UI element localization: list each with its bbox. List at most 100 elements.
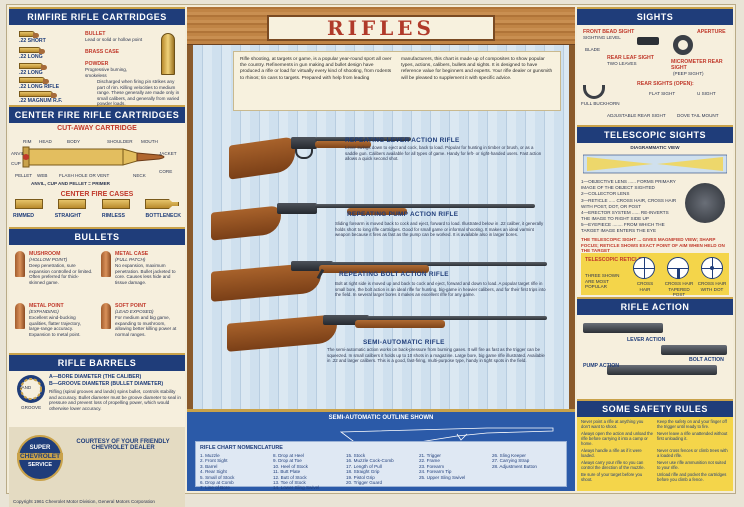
nomen-item: 9. Drop at Toe	[273, 458, 302, 464]
cartridge-label: .22 LONG	[19, 70, 43, 76]
rifle-forearm	[355, 320, 445, 328]
dot-reticle-icon	[701, 257, 723, 279]
cartridge-label: .22 LONG RIFLE	[19, 84, 60, 90]
rifle-title: REPEATING BOLT ACTION RIFLE	[339, 271, 449, 278]
bullet-sub: (FULL PATCH)	[115, 257, 146, 262]
sight-label: FRONT BEAD SIGHT	[583, 29, 635, 35]
buckhorn-sight-icon	[583, 85, 605, 99]
case-rimmed	[15, 199, 43, 209]
nomen-item: 21. Trigger	[419, 453, 441, 458]
badge-super: SUPER	[29, 445, 51, 451]
nomen-item: 11. Butt Plate	[273, 469, 301, 475]
right-column: SIGHTS FRONT BEAD SIGHT SIGHTING LEVEL A…	[577, 7, 733, 491]
rimfire-section: .22 SHORT .22 LONG .22 LONG .22 LONG RIF…	[9, 25, 185, 107]
centerfire-section: CUT-AWAY CARTRIDGE RIM HEAD BODY SHOULDE…	[9, 123, 185, 227]
reticle-label: CROSS HAIR WITH DOT	[697, 281, 727, 292]
rifle-receiver	[277, 203, 317, 214]
rimfire-note: Discharged when firing pin strikes any p…	[97, 79, 180, 107]
bullet-mushroom-icon	[15, 251, 25, 277]
barrel-cross-section-diagram	[17, 375, 45, 403]
nomenclature-box: RIFLE CHART NOMENCLATURE 1. Muzzle 8. Dr…	[195, 441, 567, 491]
courtesy-text: COURTESY OF YOUR FRIENDLY CHEVROLET DEAL…	[76, 439, 170, 451]
copyright: Copyright 1961 Chevrolet Motor Division,…	[13, 499, 155, 505]
sights-section: FRONT BEAD SIGHT SIGHTING LEVEL APERTURE…	[577, 25, 733, 125]
rifle-forearm	[315, 141, 371, 148]
crosshair-reticle-icon	[633, 257, 655, 279]
cartridge-22-short	[19, 31, 39, 38]
rifle-stock	[211, 205, 281, 241]
badge-chevrolet: CHEVROLET	[17, 453, 63, 460]
safety-rules-section: SOME SAFETY RULES Never point a rifle at…	[577, 399, 733, 491]
rifle-barrel	[315, 137, 411, 141]
rifle-text: Sliding forearm is moved back to cock an…	[335, 221, 544, 237]
label-core: CORE	[159, 169, 173, 174]
bullet-text: For medium and big game, expanding to mu…	[115, 315, 177, 337]
action-header: RIFLE ACTION	[577, 297, 733, 315]
nomen-item: 12. Butt of Stock	[273, 474, 307, 480]
nomen-item: 16. Muzzle Cock-Comb	[346, 458, 394, 464]
diagram-title: DIAGRAMMATIC VIEW	[630, 145, 680, 150]
semi-automatic-rifle	[227, 313, 547, 353]
reticle-label: CROSS HAIR	[636, 281, 654, 292]
tapered-post-reticle-icon	[667, 257, 689, 279]
nomen-item: 22. Frame	[419, 458, 440, 464]
nomen-item: 7. Line of Bore	[200, 485, 230, 491]
rifle-stock	[229, 136, 295, 180]
reticles-box: TELESCOPIC RETICLES THREE SHOWN ARE MOST…	[581, 253, 729, 297]
bullet-text: No expansion, maximum penetration. Bulle…	[115, 263, 176, 285]
case-straight	[58, 199, 87, 209]
scope-part: 1—OBJECTIVE LENS ...... FORMS PRIMARY IM…	[581, 179, 676, 190]
nomen-item: 25. Upper Sling Swivel	[419, 474, 466, 480]
nomen-item: 17. Length of Pull	[346, 463, 382, 469]
label-web: WEB	[37, 173, 48, 178]
action-label: LEVER ACTION	[627, 337, 666, 343]
pump-action-rifle	[207, 193, 535, 243]
label-pellet: PELLET	[15, 173, 33, 178]
scope-part: 3—RETICLE ..... CROSS HAIR, CROSS HAIR W…	[581, 198, 677, 209]
nomen-item: 1. Muzzle	[200, 453, 220, 458]
cartridge-label: .22 SHORT	[19, 38, 46, 44]
rifle-text: Lever swings down to eject and cock, bac…	[345, 145, 542, 161]
rifle-title: REPEATING PUMP ACTION RIFLE	[347, 211, 459, 218]
safety-header: SOME SAFETY RULES	[577, 399, 733, 417]
title-plate: RIFLES	[267, 15, 495, 41]
safety-rule: Always handle a rifle as if it were load…	[581, 448, 642, 458]
rifle-pump-slide	[347, 208, 407, 215]
rifle-text: Bolt at right side is moved up and back …	[335, 281, 546, 297]
bullet-name: METAL CASE	[115, 251, 149, 257]
sight-label: U SIGHT	[697, 91, 716, 96]
courtesy-section: COURTESY OF YOUR FRIENDLY CHEVROLET DEAL…	[9, 427, 185, 507]
center-panel: RIFLES Rifle shooting, at targets or gam…	[187, 7, 575, 491]
bullet-name: MUSHROOM	[29, 251, 61, 257]
safety-rule: Be sure of your target before you shoot.	[581, 472, 643, 482]
reticles-sub: THREE SHOWN ARE MOST POPULAR	[585, 273, 620, 290]
cutaway-title: CUT-AWAY CARTRIDGE	[57, 125, 137, 132]
rifle-barrel	[331, 262, 547, 266]
callout-powder: POWDER	[85, 61, 109, 67]
nomen-item: 23. Forearm	[419, 463, 445, 469]
aperture-sight-icon	[673, 35, 693, 55]
lever-action-diagram	[583, 323, 663, 333]
rifle-receiver	[323, 315, 369, 325]
callout-bullet: BULLET	[85, 31, 106, 37]
cutaway-cartridge-diagram	[22, 146, 165, 168]
case-label: BOTTLENECK	[145, 213, 181, 219]
scope-diagram	[583, 154, 727, 174]
cases-row	[15, 199, 179, 209]
reticles-title: TELESCOPIC RETICLES	[585, 257, 646, 263]
sights-header: SIGHTS	[577, 7, 733, 25]
cartridge-label: .22 MAGNUM R.F.	[19, 98, 63, 104]
label-primer: ANVIL, CUP AND PELLET = PRIMER	[31, 181, 110, 186]
bullets-section: MUSHROOM (HOLLOW POINT) Deep penetration…	[9, 245, 185, 353]
case-label: STRAIGHT	[54, 213, 82, 219]
rifles-poster: RIMFIRE RIFLE CARTRIDGES .22 SHORT .22 L…	[6, 4, 736, 507]
nomen-item: 18. Straight Grip	[346, 469, 380, 475]
cases-labels: RIMMED STRAIGHT RIMLESS BOTTLENECK	[13, 213, 181, 219]
scope-part: 4—ERECTOR SYSTEM ...... RE-INVERTS THE I…	[581, 210, 669, 221]
sight-label: FULL BUCKHORN	[581, 101, 620, 106]
rifle-forearm	[319, 265, 429, 273]
outline-panel: SEMI-AUTOMATIC OUTLINE SHOWN RIFLE CHART…	[187, 409, 575, 491]
sight-label: REAR SIGHTS (OPEN):	[637, 81, 694, 87]
bullet-soft-point-icon	[101, 303, 111, 329]
sight-label: MICROMETER REAR SIGHT	[671, 59, 723, 71]
